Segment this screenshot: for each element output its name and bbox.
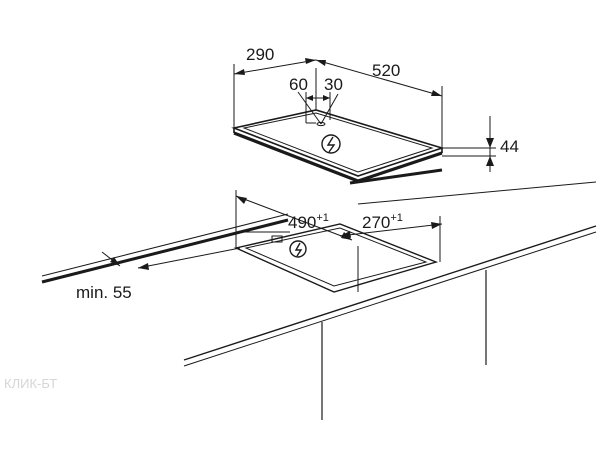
cutout-electric-symbol-icon xyxy=(289,240,307,258)
label-cutout-length: 490+1 xyxy=(288,212,329,232)
label-cutout-length-value: 490 xyxy=(288,213,316,232)
label-cutout-length-tolerance: +1 xyxy=(316,212,329,224)
electric-symbol-icon xyxy=(321,134,341,154)
cutout xyxy=(233,223,439,293)
countertop-back-edge-left xyxy=(41,218,289,284)
connector-point xyxy=(316,121,326,127)
hob-dimension-arrows xyxy=(234,58,494,166)
label-cutout-depth-value: 270 xyxy=(362,213,390,232)
watermark: КЛИК-БТ xyxy=(4,376,57,391)
label-connector-offset-right: 30 xyxy=(324,75,343,94)
hob-dimension-lines xyxy=(233,59,496,172)
label-cutout-depth: 270+1 xyxy=(362,212,403,232)
hob-glass-inner xyxy=(242,112,434,173)
countertop-front-edge xyxy=(183,225,597,361)
label-cutout-depth-tolerance: +1 xyxy=(390,212,403,224)
label-width-depth: 290 xyxy=(246,45,274,64)
cutout-outline xyxy=(233,223,439,293)
label-height: 44 xyxy=(500,137,519,156)
cutout-dimension-lines xyxy=(101,190,443,269)
label-width-length: 520 xyxy=(372,61,400,80)
label-connector-offset-left: 60 xyxy=(289,75,308,94)
hob-cable xyxy=(349,168,443,185)
cutout-dimension-arrows xyxy=(110,196,442,270)
countertop xyxy=(41,181,597,420)
cutout-inner xyxy=(244,227,428,287)
hob xyxy=(231,109,445,185)
label-min-distance: min. 55 xyxy=(76,283,132,302)
